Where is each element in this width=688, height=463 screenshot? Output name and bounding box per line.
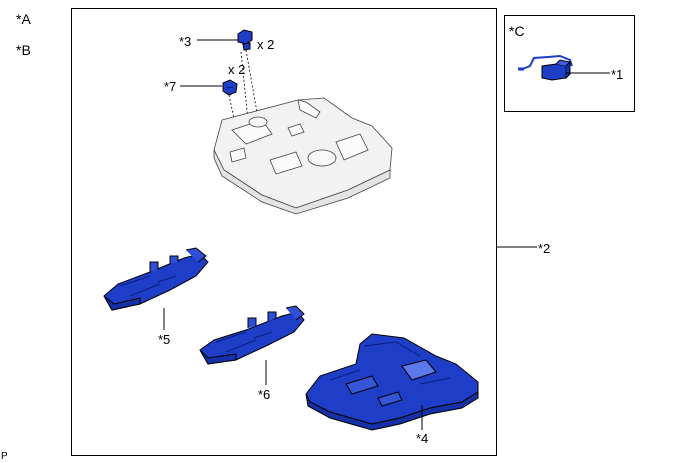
callout-4: *4 [416, 431, 429, 446]
legend-b: *B [16, 42, 31, 58]
callout-7: *7 [164, 79, 177, 94]
inset-frame [504, 15, 635, 112]
screw-3-axis [240, 49, 259, 121]
bracket-6 [199, 305, 305, 365]
wire-harness-connector [518, 54, 573, 81]
callout-6: *6 [258, 387, 271, 402]
bracket-5 [103, 247, 209, 311]
legend-a: *A [16, 11, 31, 27]
callout-5: *5 [158, 332, 171, 347]
screw-3 [237, 29, 253, 51]
callout-1: *1 [611, 67, 624, 82]
main-frame [71, 8, 497, 456]
lamp-housing [213, 97, 393, 215]
clip-7 [222, 79, 238, 96]
cover-4 [305, 333, 479, 431]
qty-3: x 2 [257, 37, 275, 52]
callout-3: *3 [179, 34, 192, 49]
callout-2: *2 [538, 241, 551, 256]
inset-label: *C [509, 23, 525, 39]
corner-code: P [1, 451, 8, 462]
qty-7: x 2 [228, 62, 246, 77]
